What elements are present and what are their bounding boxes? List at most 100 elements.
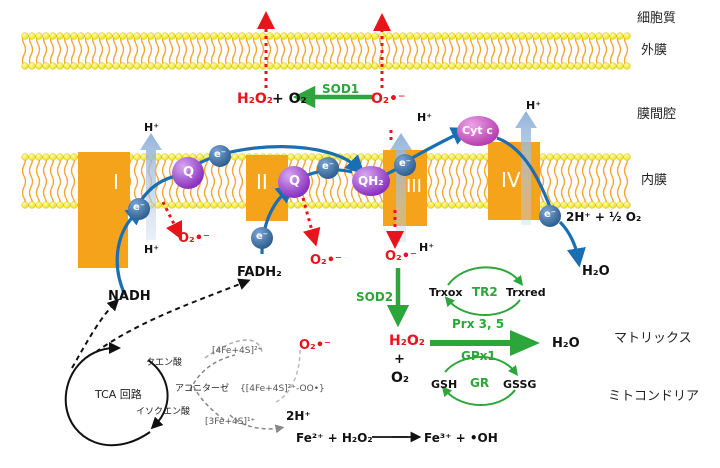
lipid-head: [35, 201, 43, 209]
cytochrome-c: [457, 116, 499, 146]
lipid-head: [434, 201, 442, 209]
lipid-head: [161, 62, 169, 70]
lipid-head: [371, 201, 379, 209]
superoxide-ii-label: O₂•⁻: [310, 253, 342, 268]
lipid-head: [518, 32, 526, 40]
lipid-head: [161, 153, 169, 161]
lipid-head: [210, 62, 218, 70]
lipid-head: [539, 32, 547, 40]
proton-label-iii-top: H⁺: [417, 111, 433, 124]
lipid-head: [357, 32, 365, 40]
sod1-label: SOD1: [322, 82, 360, 96]
lipid-head: [560, 153, 568, 161]
prx-arrow: [430, 330, 540, 356]
label-mitochondria: ミトコンドリア: [608, 389, 700, 404]
lipid-head: [329, 62, 337, 70]
lipid-head: [245, 32, 253, 40]
lipid-head: [189, 201, 197, 209]
lipid-head: [273, 32, 281, 40]
plus-label: +: [394, 352, 405, 367]
lipid-head: [350, 153, 358, 161]
quinone-q1-label: Q: [183, 165, 195, 180]
label-intermembrane-space: 膜間腔: [637, 107, 677, 122]
lipid-head: [448, 153, 456, 161]
lipid-head: [581, 32, 589, 40]
lipid-head: [476, 201, 484, 209]
lipid-head: [399, 62, 407, 70]
lipid-head: [329, 201, 337, 209]
lipid-head: [294, 62, 302, 70]
lipid-head: [182, 32, 190, 40]
lipid-head: [567, 62, 575, 70]
lipid-head: [427, 153, 435, 161]
lipid-head: [42, 62, 50, 70]
fenton-left-label: Fe²⁺ + H₂O₂: [296, 431, 373, 445]
lipid-head: [168, 153, 176, 161]
lipid-head: [217, 201, 225, 209]
lipid-head: [28, 153, 36, 161]
lipid-head: [546, 32, 554, 40]
lipid-head: [574, 153, 582, 161]
lipid-head: [560, 32, 568, 40]
label-inner-membrane: 内膜: [641, 173, 668, 188]
lipid-head: [455, 62, 463, 70]
lipid-head: [441, 32, 449, 40]
lipid-head: [224, 32, 232, 40]
tr2-cycle: [444, 266, 524, 316]
lipid-head: [553, 153, 561, 161]
lipid-head: [434, 62, 442, 70]
complex-i: [78, 152, 130, 268]
lipid-head: [371, 32, 379, 40]
h2o2-top-label: H₂O₂: [237, 91, 273, 107]
lipid-head: [224, 201, 232, 209]
lipid-head: [385, 62, 393, 70]
lipid-head: [511, 32, 519, 40]
lipid-head: [28, 201, 36, 209]
lipid-head: [322, 32, 330, 40]
lipid-head: [469, 32, 477, 40]
lipid-head: [42, 201, 50, 209]
lipid-head: [196, 153, 204, 161]
lipid-head: [217, 62, 225, 70]
lipid-head: [623, 201, 631, 209]
lipid-head: [357, 201, 365, 209]
lipid-head: [287, 201, 295, 209]
nadh-label: NADH: [108, 289, 151, 304]
lipid-head: [28, 62, 36, 70]
lipid-head: [28, 32, 36, 40]
lipid-head: [406, 62, 414, 70]
lipid-head: [315, 153, 323, 161]
lipid-head: [546, 153, 554, 161]
tr2-label: TR2: [472, 285, 498, 299]
lipid-head: [595, 32, 603, 40]
lipid-head: [392, 62, 400, 70]
lipid-head: [581, 153, 589, 161]
two-h-label: 2H⁺: [286, 409, 311, 423]
proton-label-iii-bot: H⁺: [419, 241, 435, 254]
lipid-head: [567, 32, 575, 40]
lipid-head: [70, 62, 78, 70]
lipid-head: [602, 62, 610, 70]
lipid-head: [336, 201, 344, 209]
electrons: [128, 145, 561, 249]
lipid-head: [441, 153, 449, 161]
lipid-head: [546, 62, 554, 70]
lipid-head: [126, 62, 134, 70]
gpx1-label: GPx1: [461, 349, 496, 363]
quinone-q1: [172, 157, 204, 189]
lipid-head: [567, 153, 575, 161]
lipid-head: [343, 32, 351, 40]
lipid-head: [287, 153, 295, 161]
lipid-head: [462, 32, 470, 40]
lipid-head: [560, 62, 568, 70]
lipid-head: [532, 62, 540, 70]
lipid-head: [35, 32, 43, 40]
lipid-head: [315, 201, 323, 209]
proton-label-iv-top: H⁺: [526, 99, 542, 112]
lipid-head: [364, 62, 372, 70]
lipid-head: [210, 32, 218, 40]
lipid-head: [280, 32, 288, 40]
lipid-head: [56, 32, 64, 40]
lipid-head: [623, 62, 631, 70]
lipid-head: [49, 62, 57, 70]
